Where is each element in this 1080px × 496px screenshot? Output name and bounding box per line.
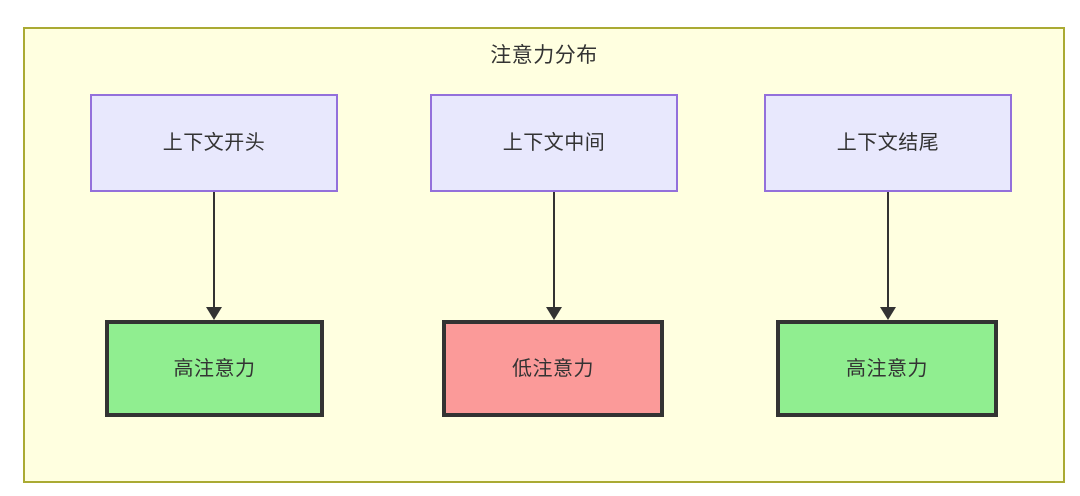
- node-attention-middle[interactable]: 低注意力: [442, 320, 664, 417]
- node-context-middle[interactable]: 上下文中间: [430, 94, 678, 192]
- arrow-down-icon: [546, 307, 562, 320]
- node-context-middle-label: 上下文中间: [502, 132, 606, 154]
- edge-ctx-end-to-attn-end: [880, 192, 896, 320]
- arrow-down-icon: [880, 307, 896, 320]
- node-attention-start[interactable]: 高注意力: [105, 320, 324, 417]
- edge-line: [213, 192, 215, 307]
- subgraph-title: 注意力分布: [490, 44, 598, 67]
- node-attention-middle-label: 低注意力: [512, 357, 594, 380]
- node-context-end-label: 上下文结尾: [836, 132, 940, 154]
- node-attention-end-label: 高注意力: [846, 357, 928, 380]
- attention-distribution-subgraph: 注意力分布 上下文开头 高注意力 上下文中间 低注意力 上下文结尾: [23, 27, 1065, 483]
- node-context-start-label: 上下文开头: [162, 132, 266, 154]
- edge-ctx-middle-to-attn-middle: [546, 192, 562, 320]
- edge-ctx-start-to-attn-start: [206, 192, 222, 320]
- node-attention-start-label: 高注意力: [173, 357, 256, 380]
- node-context-end[interactable]: 上下文结尾: [764, 94, 1012, 192]
- edge-line: [887, 192, 889, 307]
- node-attention-end[interactable]: 高注意力: [776, 320, 998, 417]
- arrow-down-icon: [206, 307, 222, 320]
- edge-line: [553, 192, 555, 307]
- node-context-start[interactable]: 上下文开头: [90, 94, 338, 192]
